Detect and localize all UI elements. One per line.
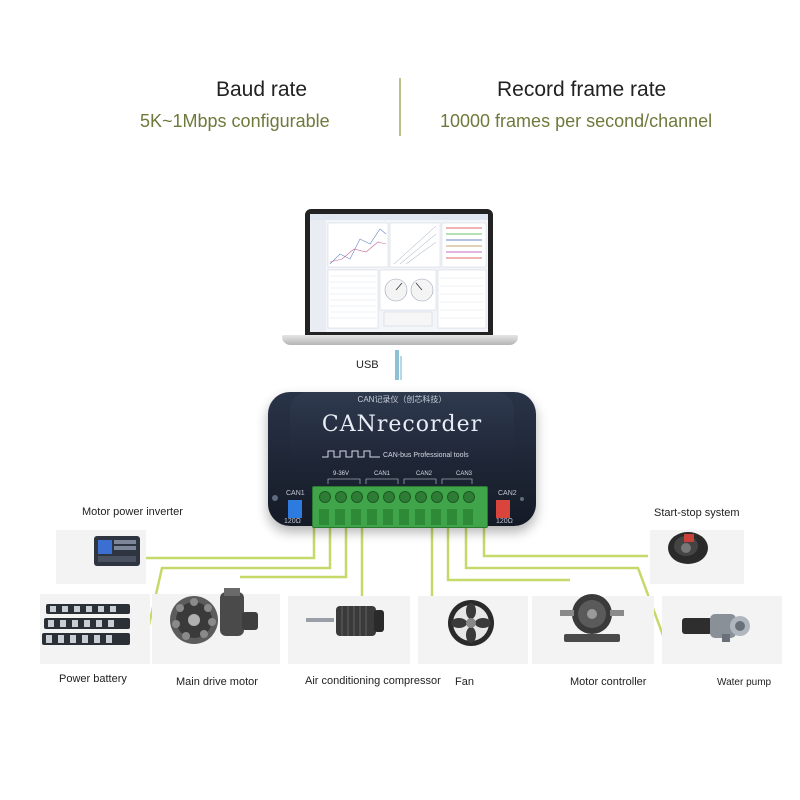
port-label-left: CAN1 xyxy=(286,490,305,497)
screw-terminal-block xyxy=(312,486,488,528)
label-motor-controller: Motor controller xyxy=(570,676,647,688)
record-frame-rate-title: Record frame rate xyxy=(497,78,667,101)
power-battery-icon xyxy=(42,604,130,645)
label-start-stop-system: Start-stop system xyxy=(654,507,740,519)
record-frame-rate-value: 10000 frames per second/channel xyxy=(440,111,713,131)
wire-motor-power-inverter xyxy=(145,528,316,560)
terminal-screw xyxy=(463,491,475,503)
spec-divider xyxy=(399,78,401,136)
wire-main-drive-motor xyxy=(240,528,348,579)
wire-fan xyxy=(430,528,480,602)
pin-label-can2: CAN2 xyxy=(416,471,433,477)
motor-power-inverter-icon xyxy=(94,536,140,566)
wire-start-stop-system xyxy=(482,528,648,558)
power-led-icon xyxy=(272,495,278,501)
laptop-screen xyxy=(310,214,488,332)
main-drive-motor-icon xyxy=(170,588,258,644)
label-fan: Fan xyxy=(455,676,474,688)
termination-switch-can2 xyxy=(496,500,510,518)
pin-label-can3: CAN3 xyxy=(456,471,473,477)
status-led-icon xyxy=(520,497,524,501)
usb-label: USB xyxy=(356,359,379,371)
terminal-pins xyxy=(319,509,473,525)
pin-label-power: 9-36V xyxy=(333,471,350,477)
laptop-base xyxy=(282,335,518,345)
software-screenshot-image xyxy=(310,214,488,332)
port-label-left-sub: 120Ω xyxy=(284,518,301,525)
baud-rate-title: Baud rate xyxy=(216,78,308,101)
label-power-battery: Power battery xyxy=(59,673,127,685)
pin-label-can1: CAN1 xyxy=(374,471,391,477)
label-motor-power-inverter: Motor power inverter xyxy=(82,506,183,518)
device-top-panel xyxy=(290,392,514,468)
water-pump-icon xyxy=(682,614,750,642)
label-water-pump: Water pump xyxy=(717,677,772,688)
terminal-screw xyxy=(335,491,347,503)
device-top-caption: CAN记录仪（创芯科技） xyxy=(357,395,447,404)
start-stop-motor-icon xyxy=(668,532,708,564)
wire-motor-controller xyxy=(446,528,570,582)
fan-icon xyxy=(448,600,494,646)
device-brand-label: CANrecorder xyxy=(321,412,483,437)
label-air-conditioning-compressor: Air conditioning compressor xyxy=(305,675,441,687)
usb-arrow-icon xyxy=(395,350,402,380)
terminal-screw xyxy=(367,491,379,503)
label-main-drive-motor: Main drive motor xyxy=(176,676,258,688)
terminal-screw xyxy=(319,491,331,503)
terminal-screw xyxy=(399,491,411,503)
termination-switch-can1 xyxy=(288,500,302,518)
air-conditioning-compressor-icon xyxy=(306,606,384,636)
terminal-screw xyxy=(383,491,395,503)
port-label-right: CAN2 xyxy=(498,490,517,497)
terminal-screw xyxy=(431,491,443,503)
motor-controller-icon xyxy=(560,594,624,642)
terminal-screw xyxy=(447,491,459,503)
signal-wave-icon xyxy=(322,450,380,458)
port-label-right-sub: 120Ω xyxy=(496,518,513,525)
terminal-screw xyxy=(415,491,427,503)
device-series-tag: CAN-bus Professional tools xyxy=(383,452,469,459)
baud-rate-value: 5K~1Mbps configurable xyxy=(140,111,330,131)
terminal-screw xyxy=(351,491,363,503)
pin-bracket-lines xyxy=(327,478,473,484)
